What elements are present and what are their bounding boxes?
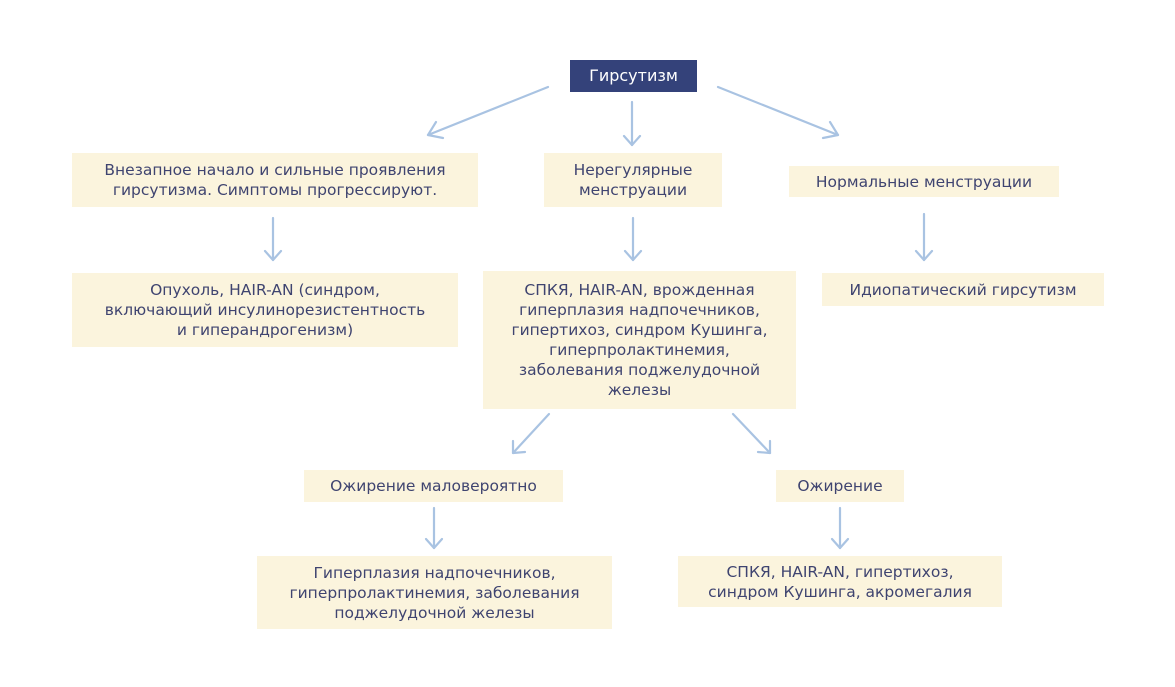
arrowhead-pcos-to-obesity: [756, 439, 772, 455]
arrow-root-to-normal: [716, 85, 840, 137]
arrowhead-sudden-to-tumor: [263, 249, 283, 262]
root-node: Гирсутизм: [570, 60, 697, 92]
node-final-obesity: СПКЯ, HAIR-AN, гипертихоз, синдром Кушин…: [678, 556, 1002, 607]
node-obesity: Ожирение: [776, 470, 904, 502]
arrow-pcos-to-obesity-unlikely: [511, 412, 551, 455]
node-idiopathic-hirsutism: Идиопатический гирсутизм: [822, 273, 1104, 306]
arrowhead-normal-to-idiopathic: [914, 249, 934, 262]
arrowhead-root-to-irregular: [622, 134, 642, 147]
arrowhead-obesity-to-final: [830, 537, 850, 550]
arrowhead-root-to-sudden: [426, 120, 445, 140]
node-sudden-onset: Внезапное начало и сильные проявления ги…: [72, 153, 478, 207]
arrow-pcos-to-obesity: [731, 412, 772, 455]
arrowhead-irregular-to-pcos: [623, 249, 643, 262]
arrowhead-root-to-normal: [821, 120, 840, 140]
arrow-root-to-sudden: [426, 85, 550, 137]
node-pcos-group: СПКЯ, HAIR-AN, врожденная гиперплазия на…: [483, 271, 796, 409]
arrowhead-obesity-unlikely-to-final: [424, 537, 444, 550]
node-tumor-hair-an: Опухоль, HAIR-AN (синдром, включающий ин…: [72, 273, 458, 347]
node-final-no-obesity: Гиперплазия надпочечников, гиперпролакти…: [257, 556, 612, 629]
node-obesity-unlikely: Ожирение маловероятно: [304, 470, 563, 502]
node-irregular-menstruation: Нерегулярные менструации: [544, 153, 722, 207]
node-normal-menstruation: Нормальные менструации: [789, 166, 1059, 197]
arrowhead-pcos-to-obesity-unlikely: [511, 439, 527, 455]
